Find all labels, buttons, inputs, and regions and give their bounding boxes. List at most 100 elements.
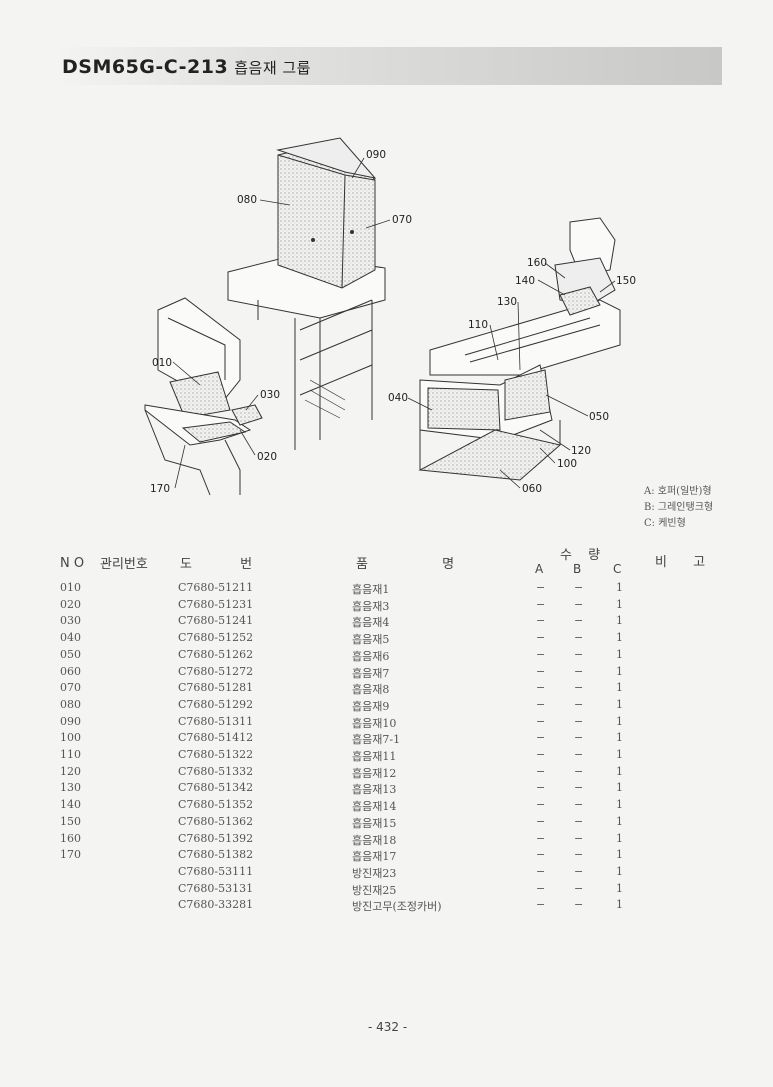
cell-drawing: C7680-51272: [178, 664, 254, 678]
cell-drawing: C7680-53131: [178, 881, 254, 895]
cell-drawing: C7680-51292: [178, 697, 254, 711]
cell-name: 방진재25: [352, 883, 397, 897]
cell-c: 1: [616, 764, 623, 778]
cell-b: −: [574, 697, 584, 711]
cell-a: −: [536, 881, 546, 895]
cell-a: −: [536, 697, 546, 711]
cell-no: 130: [60, 781, 81, 795]
cell-a: −: [536, 898, 546, 912]
cell-drawing: C7680-51412: [178, 731, 254, 745]
cell-name: 흡음재17: [352, 850, 397, 864]
cell-no: 090: [60, 714, 81, 728]
cell-b: −: [574, 681, 584, 695]
cell-a: −: [536, 748, 546, 761]
cell-b: −: [574, 647, 584, 661]
cell-a: −: [536, 798, 546, 812]
cell-no: 150: [60, 814, 81, 828]
cell-a: −: [536, 614, 546, 628]
cell-name: 흡음재7-1: [352, 733, 401, 747]
callout-label: 070: [392, 214, 412, 226]
cell-no: 070: [60, 681, 81, 695]
cell-c: 1: [616, 631, 623, 645]
cell-no: 120: [60, 764, 81, 778]
cell-name: 방진고무(조정카버): [352, 900, 442, 914]
header-b: B: [573, 562, 582, 576]
cell-c: 1: [616, 697, 623, 711]
cell-name: 흡음재10: [352, 716, 397, 730]
callout-label: 090: [366, 149, 386, 161]
cell-c: 1: [616, 614, 623, 628]
cell-drawing: C7680-51241: [178, 614, 254, 628]
legend-item-a: A: 호퍼(일반)형: [644, 486, 712, 497]
cell-name: 흡음재14: [352, 800, 397, 814]
title-band: [52, 47, 722, 85]
header-no: N O: [60, 556, 85, 571]
callout-label: 080: [237, 194, 257, 206]
cell-name: 흡음재8: [352, 683, 390, 697]
cell-c: 1: [616, 597, 623, 611]
callout-label: 140: [515, 275, 535, 287]
cell-b: −: [574, 664, 584, 678]
callout-label: 100: [557, 458, 577, 470]
callout-label: 020: [257, 451, 277, 463]
cell-c: 1: [616, 798, 623, 812]
cell-c: 1: [616, 664, 623, 678]
header-qty: 수 량: [560, 548, 601, 563]
cell-b: −: [574, 898, 584, 912]
cell-drawing: C7680-51211: [178, 581, 254, 594]
cell-drawing: C7680-51281: [178, 681, 254, 695]
legend-item-c: C: 케빈형: [644, 518, 686, 529]
cell-b: −: [574, 848, 584, 862]
cell-c: 1: [616, 831, 623, 845]
cell-name: 방진재23: [352, 866, 397, 880]
cell-b: −: [574, 764, 584, 778]
cell-c: 1: [616, 864, 623, 878]
cell-name: 흡음재1: [352, 583, 390, 596]
callout-label: 170: [150, 483, 170, 495]
cell-b: −: [574, 714, 584, 728]
cell-c: 1: [616, 781, 623, 795]
cell-no: 050: [60, 647, 81, 661]
callout-label: 150: [616, 275, 636, 287]
header-mgmt: 관리번호: [100, 557, 148, 572]
cell-a: −: [536, 631, 546, 645]
cell-c: 1: [616, 881, 623, 895]
callout-label: 050: [589, 411, 609, 423]
cell-c: 1: [616, 731, 623, 745]
header-remarks: 비 고: [655, 555, 706, 570]
cell-c: 1: [616, 681, 623, 695]
cell-no: 040: [60, 631, 81, 645]
header-name: 품 명: [356, 557, 455, 572]
cell-b: −: [574, 781, 584, 795]
table-row: 070 C7680-51281 흡음재8 − − 1: [0, 681, 773, 698]
cell-drawing: C7680-33281: [178, 898, 254, 912]
cell-a: −: [536, 681, 546, 695]
header-drawing: 도 번: [180, 557, 253, 572]
cell-a: −: [536, 714, 546, 728]
cell-drawing: C7680-51342: [178, 781, 254, 795]
cell-name: 흡음재4: [352, 616, 390, 630]
cell-drawing: C7680-51332: [178, 764, 254, 778]
header-a: A: [535, 562, 544, 576]
cell-name: 흡음재6: [352, 649, 390, 663]
callout-label: 110: [468, 319, 488, 331]
cell-c: 1: [616, 748, 623, 761]
cell-name: 흡음재15: [352, 816, 397, 830]
cell-b: −: [574, 631, 584, 645]
cell-no: 080: [60, 697, 81, 711]
exploded-parts-diagram: 090 080 070 010 030 020 170 160 140 150 …: [144, 137, 636, 496]
cell-b: −: [574, 614, 584, 628]
